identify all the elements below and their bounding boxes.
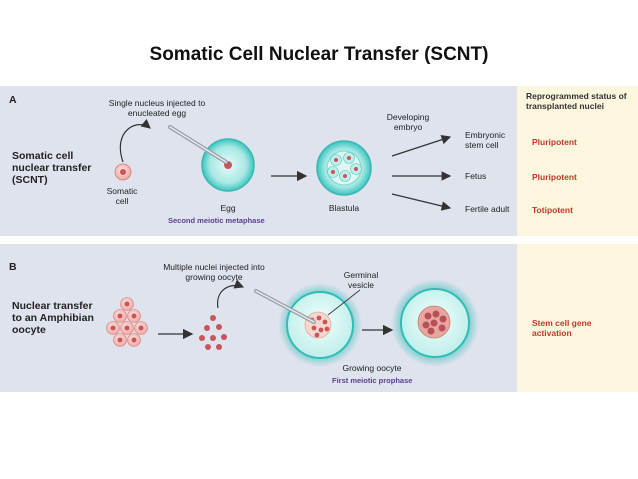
outcome-stem-cell: Embryonic stem cell: [465, 130, 506, 150]
outcome-fetus: Fetus: [465, 171, 487, 181]
panel-b-label: Nuclear transfer to an Amphibian oocyte: [12, 300, 94, 336]
status-column-a: [517, 86, 638, 236]
developing-embryo-label: Developing embryo: [386, 112, 430, 132]
injection-note-b: Multiple nuclei injected into growing oo…: [163, 262, 265, 282]
arrow-to-adult: [391, 193, 452, 211]
panel-b-letter: B: [9, 261, 17, 273]
growing-oocyte-injected: [278, 283, 362, 367]
micropipette-b: [254, 289, 316, 324]
somatic-cell-cluster: [106, 297, 148, 347]
outcome-adult: Fertile adult: [465, 204, 510, 214]
status-header: Reprogrammed status of transplanted nucl…: [526, 91, 627, 111]
growing-oocyte-label: Growing oocyte: [342, 363, 402, 373]
injection-note-a: Single nucleus injected to enucleated eg…: [108, 98, 206, 118]
panel-divider: [0, 236, 638, 244]
germinal-vesicle-pointer: [327, 289, 361, 316]
status-stem-cell: Pluripotent: [532, 137, 577, 147]
panel-a-letter: A: [9, 94, 17, 106]
somatic-cell: [114, 163, 132, 181]
oocyte-stage-label: First meiotic prophase: [332, 376, 413, 385]
blastula-label: Blastula: [328, 203, 360, 213]
slide-title: Somatic Cell Nuclear Transfer (SCNT): [149, 44, 489, 65]
growing-oocyte-activated: [391, 279, 479, 367]
somatic-cell-label: Somatic cell: [106, 186, 138, 206]
micropipette-a: [168, 125, 228, 164]
blastula: [316, 140, 372, 196]
egg-cell: [201, 138, 255, 192]
egg-stage-label: Second meiotic metaphase: [168, 216, 265, 225]
panel-a-label: Somatic cell nuclear transfer (SCNT): [12, 150, 92, 186]
status-fetus: Pluripotent: [532, 172, 577, 182]
transfer-arrow-b: [217, 279, 245, 309]
transfer-arrow-a: [119, 118, 151, 163]
egg-label: Egg: [220, 203, 236, 213]
status-column-b: [517, 244, 638, 392]
isolated-nuclei: [199, 315, 227, 350]
germinal-vesicle-label: Germinal vesicle: [343, 270, 379, 290]
status-gene-activation: Stem cell gene activation: [532, 318, 592, 338]
status-adult: Totipotent: [532, 205, 573, 215]
arrow-to-stem-cell: [391, 135, 452, 157]
